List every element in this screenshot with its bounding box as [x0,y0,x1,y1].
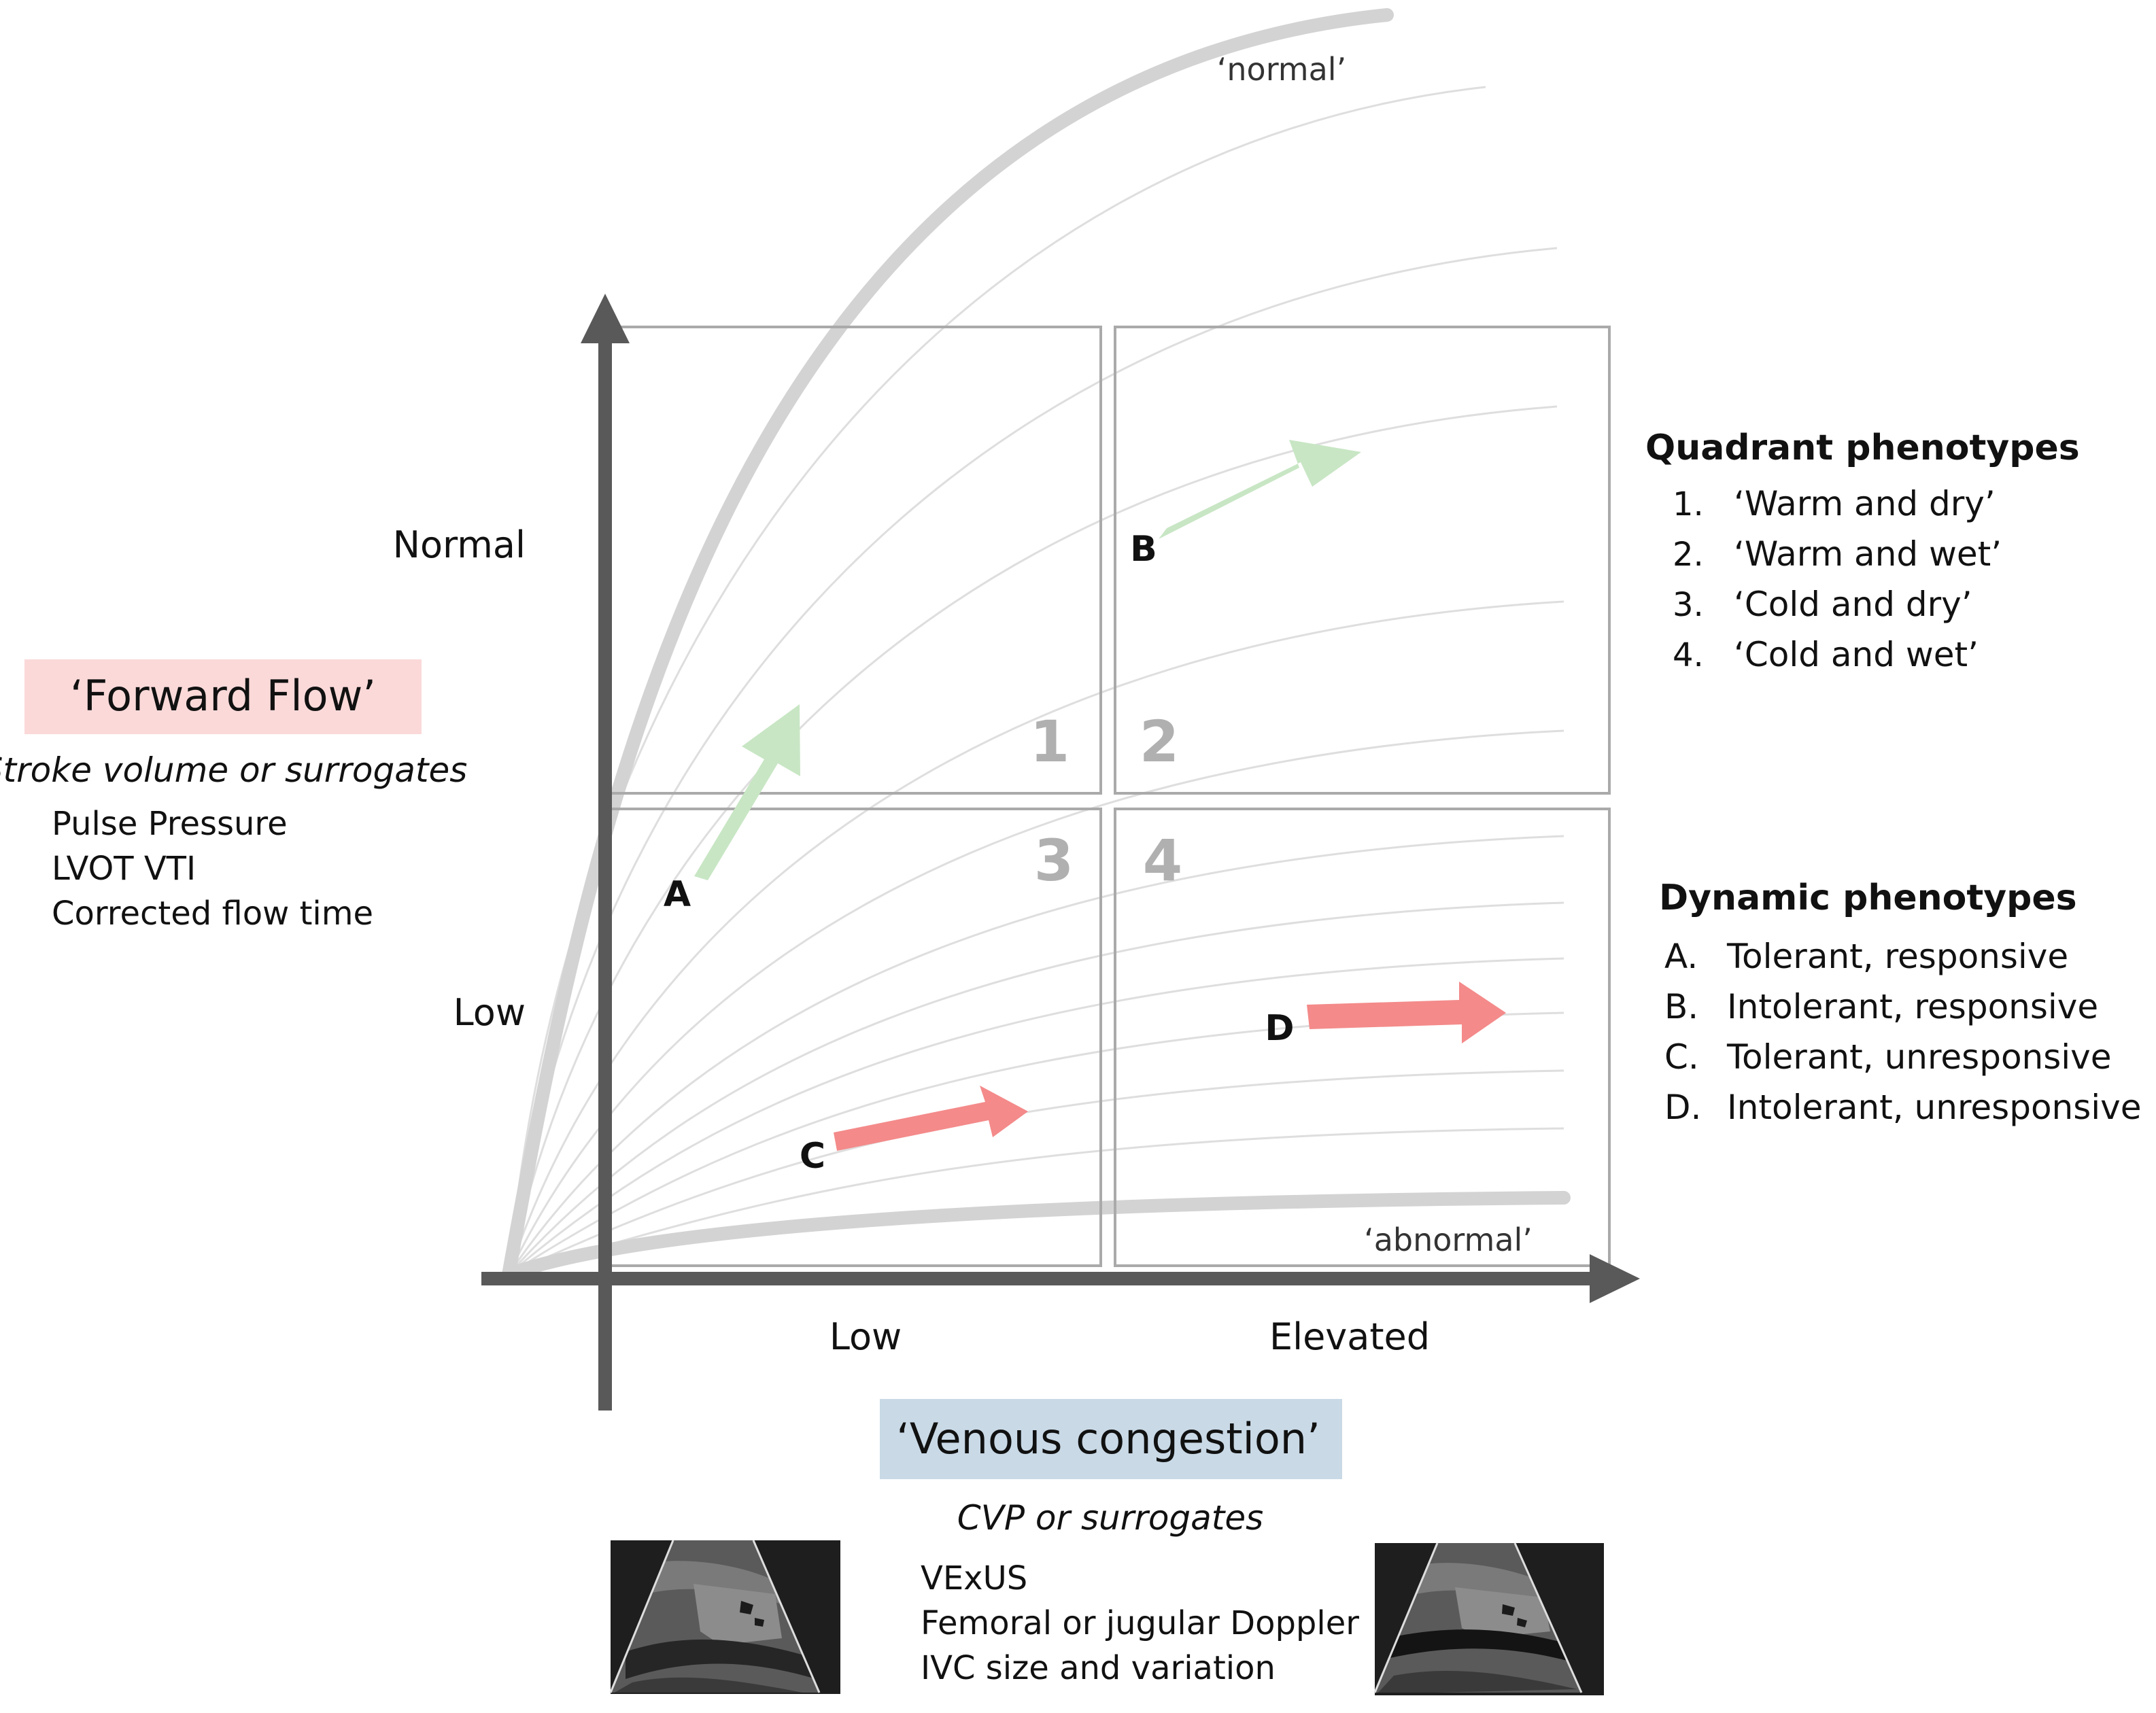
venous-title: ‘Venous congestion’ [896,1414,1320,1464]
thin-curve [507,729,1564,1275]
thin-curve [507,901,1564,1276]
quadrant-legend-text-3: ‘Cold and dry’ [1734,585,1972,624]
x-tick-elevated: Elevated [1269,1315,1430,1358]
y-tick-low: Low [454,991,526,1034]
y-tick-normal: Normal [393,523,526,566]
thin-curve [508,1127,1564,1276]
arrow-d [1307,982,1506,1043]
x-axis-arrowhead-icon [1590,1254,1640,1303]
quadrant-number-4: 4 [1143,827,1182,894]
dynamic-legend-text-b: Intolerant, responsive [1727,987,2098,1026]
venous-subtitle: CVP or surrogates [957,1498,1263,1538]
ultrasound-image-left [609,1540,840,1694]
x-tick-low: Low [829,1315,902,1358]
forward-flow-measure-1: Pulse Pressure [52,805,288,843]
dynamic-legend-text-d: Intolerant, unresponsive [1727,1088,2142,1127]
arrow-a-shape [694,704,800,880]
forward-flow-measure-3: Corrected flow time [52,895,373,933]
dynamic-legend-text-a: Tolerant, responsive [1726,937,2068,976]
forward-flow-subtitle: Stroke volume or surrogates [0,750,467,790]
forward-flow-title-bg [24,659,422,734]
arrow-d-label: D [1265,1008,1294,1049]
quadrant-legend-marker-4: 4. [1673,636,1704,674]
dynamic-legend-marker-b: B. [1664,987,1698,1026]
arrow-a-label: A [664,874,691,915]
arrow-b [1159,440,1361,539]
thin-curve [507,405,1558,1275]
thin-curves [507,86,1564,1276]
venous-measure-3: IVC size and variation [921,1649,1276,1687]
thin-curve [507,86,1486,1275]
forward-flow-title: ‘Forward Flow’ [70,671,376,721]
dynamic-legend-text-c: Tolerant, unresponsive [1726,1037,2112,1077]
quadrant-legend-marker-2: 2. [1673,536,1704,574]
arrow-c-shape [834,1086,1028,1151]
quadrant-legend-text-1: ‘Warm and dry’ [1734,484,1996,523]
quadrant-legend-marker-3: 3. [1673,586,1704,624]
venous-title-bg [880,1399,1342,1479]
dynamic-legend-title: Dynamic phenotypes [1659,878,2077,918]
arrow-c [834,1086,1028,1151]
dynamic-legend-marker-d: D. [1664,1088,1701,1127]
abnormal-curve [502,1191,1571,1281]
arrow-b-shape [1159,440,1361,539]
quadrant-legend-marker-1: 1. [1673,485,1704,523]
quadrant-box-4 [1114,808,1611,1267]
x-axis [481,1254,1640,1303]
dynamic-legend-marker-c: C. [1664,1037,1699,1077]
thin-curve [507,247,1558,1275]
arrow-d-shape [1307,982,1506,1043]
arrow-c-label: C [800,1136,825,1177]
normal-curve-label: ‘normal’ [1217,51,1346,88]
quadrant-box-2 [1114,326,1611,795]
normal-curve [502,8,1394,1281]
ultrasound-image-right [1373,1542,1604,1695]
thin-curve [507,835,1564,1275]
dynamic-legend-marker-a: A. [1664,937,1698,976]
venous-measure-1: VExUS [921,1559,1027,1597]
arrow-b-label: B [1130,529,1157,570]
y-axis [581,294,630,1411]
quadrant-number-1: 1 [1030,708,1070,775]
quadrant-number-3: 3 [1034,827,1074,894]
abnormal-curve-label: ‘abnormal’ [1364,1222,1533,1258]
forward-flow-measure-2: LVOT VTI [52,850,196,888]
y-axis-arrowhead-icon [581,294,630,343]
venous-measure-2: Femoral or jugular Doppler [921,1604,1359,1642]
quadrant-legend-text-2: ‘Warm and wet’ [1734,534,2002,574]
dynamic-legend: Dynamic phenotypes A. Tolerant, responsi… [1659,878,2142,1127]
thin-curve [507,600,1564,1275]
quadrant-legend-text-4: ‘Cold and wet’ [1734,635,1979,674]
quadrant-number-2: 2 [1140,708,1179,775]
quadrant-legend-title: Quadrant phenotypes [1645,428,2080,468]
quadrant-legend: Quadrant phenotypes 1. ‘Warm and dry’ 2.… [1645,428,2080,674]
arrow-a [694,704,800,880]
